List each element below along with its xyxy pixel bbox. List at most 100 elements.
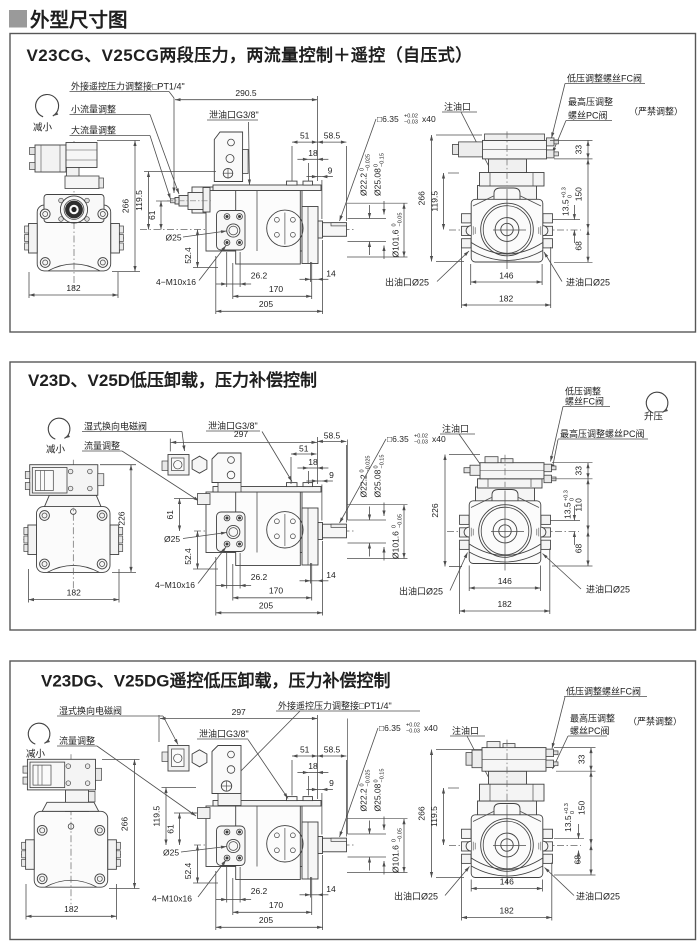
svg-text:170: 170 bbox=[269, 586, 283, 596]
svg-text:□6.35: □6.35 bbox=[387, 434, 409, 444]
svg-text:−0.05: −0.05 bbox=[398, 213, 404, 227]
svg-text:Ø25.08: Ø25.08 bbox=[373, 783, 383, 811]
svg-text:226: 226 bbox=[430, 503, 440, 517]
svg-text:+0.02: +0.02 bbox=[406, 723, 420, 729]
svg-text:外接遥控压力调整接□PT1/4": 外接遥控压力调整接□PT1/4" bbox=[278, 700, 392, 711]
svg-text:0: 0 bbox=[373, 164, 379, 167]
svg-text:减小: 减小 bbox=[26, 748, 46, 760]
svg-text:150: 150 bbox=[577, 801, 587, 815]
svg-text:Ø25: Ø25 bbox=[166, 233, 182, 243]
svg-text:297: 297 bbox=[234, 429, 248, 439]
svg-text:进油口Ø25: 进油口Ø25 bbox=[576, 891, 620, 902]
svg-text:−0.03: −0.03 bbox=[414, 440, 428, 446]
svg-text:Ø25.08: Ø25.08 bbox=[373, 469, 383, 497]
svg-text:290.5: 290.5 bbox=[235, 88, 257, 98]
svg-text:+0.02: +0.02 bbox=[414, 434, 428, 440]
svg-text:0: 0 bbox=[373, 779, 379, 782]
svg-text:51: 51 bbox=[300, 131, 310, 141]
svg-text:26.2: 26.2 bbox=[251, 886, 268, 896]
svg-text:14: 14 bbox=[326, 884, 336, 894]
svg-text:Ø25: Ø25 bbox=[163, 848, 179, 858]
svg-text:最高压调整螺丝PC阀: 最高压调整螺丝PC阀 bbox=[560, 428, 645, 439]
svg-text:182: 182 bbox=[498, 599, 512, 609]
svg-text:0: 0 bbox=[359, 783, 365, 786]
svg-text:68: 68 bbox=[574, 544, 584, 554]
svg-text:+0.3: +0.3 bbox=[564, 803, 570, 814]
svg-text:170: 170 bbox=[269, 900, 283, 910]
svg-text:26.2: 26.2 bbox=[251, 271, 268, 281]
svg-text:9: 9 bbox=[328, 166, 333, 176]
svg-text:4−M10x16: 4−M10x16 bbox=[152, 894, 192, 904]
svg-text:湿式换向电磁阀: 湿式换向电磁阀 bbox=[59, 705, 122, 716]
svg-text:x40: x40 bbox=[432, 434, 446, 444]
svg-text:x40: x40 bbox=[422, 114, 436, 124]
svg-text:最高压调整: 最高压调整 bbox=[568, 96, 613, 107]
svg-text:226: 226 bbox=[117, 511, 127, 525]
svg-text:流量调整: 流量调整 bbox=[59, 735, 95, 746]
svg-text:33: 33 bbox=[574, 466, 584, 476]
svg-text:湿式换向电磁阀: 湿式换向电磁阀 bbox=[84, 421, 147, 432]
svg-text:146: 146 bbox=[499, 271, 513, 281]
svg-text:0: 0 bbox=[570, 811, 576, 814]
svg-text:119.5: 119.5 bbox=[152, 806, 162, 827]
svg-text:266: 266 bbox=[417, 806, 427, 820]
svg-text:□6.35: □6.35 bbox=[379, 723, 401, 733]
svg-text:205: 205 bbox=[259, 915, 273, 925]
svg-text:−0.05: −0.05 bbox=[398, 828, 404, 842]
svg-text:升压: 升压 bbox=[644, 412, 664, 423]
svg-text:小流量调整: 小流量调整 bbox=[71, 104, 116, 115]
svg-text:51: 51 bbox=[300, 745, 310, 755]
svg-text:13.5: 13.5 bbox=[563, 502, 573, 519]
svg-text:注油口: 注油口 bbox=[452, 725, 479, 736]
svg-text:26.2: 26.2 bbox=[251, 572, 268, 582]
svg-text:182: 182 bbox=[500, 906, 514, 916]
svg-text:266: 266 bbox=[120, 817, 130, 831]
svg-text:58.5: 58.5 bbox=[324, 431, 341, 441]
svg-text:18: 18 bbox=[308, 761, 318, 771]
svg-text:119.5: 119.5 bbox=[134, 190, 144, 211]
svg-text:+0.02: +0.02 bbox=[404, 114, 418, 120]
svg-text:150: 150 bbox=[574, 187, 584, 201]
svg-text:61: 61 bbox=[165, 510, 175, 520]
svg-text:182: 182 bbox=[67, 588, 81, 598]
svg-text:低压调整: 低压调整 bbox=[565, 386, 601, 397]
svg-text:266: 266 bbox=[417, 191, 427, 205]
svg-text:进油口Ø25: 进油口Ø25 bbox=[566, 277, 610, 288]
svg-text:螺丝FC阀: 螺丝FC阀 bbox=[565, 396, 604, 407]
svg-text:泄油口G3/8": 泄油口G3/8" bbox=[209, 109, 259, 120]
svg-text:14: 14 bbox=[326, 269, 336, 279]
svg-text:出油口Ø25: 出油口Ø25 bbox=[394, 891, 438, 902]
svg-text:9: 9 bbox=[329, 778, 334, 788]
svg-text:减小: 减小 bbox=[33, 122, 53, 134]
svg-text:低压调整螺丝FC阀: 低压调整螺丝FC阀 bbox=[566, 686, 641, 697]
svg-text:V23CG、V25CG两段压力，两流量控制＋遥控（自压式）: V23CG、V25CG两段压力，两流量控制＋遥控（自压式） bbox=[27, 45, 473, 65]
svg-text:−0.05: −0.05 bbox=[398, 514, 404, 528]
svg-text:大流量调整: 大流量调整 bbox=[71, 125, 116, 136]
svg-text:182: 182 bbox=[64, 904, 78, 914]
svg-text:0: 0 bbox=[570, 498, 576, 501]
svg-text:x40: x40 bbox=[424, 723, 438, 733]
svg-text:61: 61 bbox=[147, 210, 157, 220]
svg-text:0: 0 bbox=[359, 168, 365, 171]
svg-text:146: 146 bbox=[498, 576, 512, 586]
svg-text:119.5: 119.5 bbox=[429, 806, 439, 827]
svg-text:减小: 减小 bbox=[46, 444, 66, 456]
svg-text:205: 205 bbox=[259, 299, 273, 309]
svg-text:+0.3: +0.3 bbox=[561, 187, 567, 198]
svg-text:−0.025: −0.025 bbox=[366, 770, 372, 787]
svg-text:182: 182 bbox=[66, 283, 80, 293]
svg-text:205: 205 bbox=[259, 601, 273, 611]
svg-text:182: 182 bbox=[499, 294, 513, 304]
svg-text:61: 61 bbox=[166, 824, 176, 834]
svg-text:0: 0 bbox=[373, 465, 379, 468]
svg-text:−0.03: −0.03 bbox=[404, 120, 418, 126]
svg-text:V23D、V25D低压卸载，压力补偿控制: V23D、V25D低压卸载，压力补偿控制 bbox=[28, 370, 317, 390]
svg-text:170: 170 bbox=[269, 284, 283, 294]
svg-text:（严禁调整）: （严禁调整） bbox=[629, 106, 683, 117]
svg-text:119.5: 119.5 bbox=[430, 191, 440, 212]
svg-text:−0.025: −0.025 bbox=[366, 456, 372, 473]
svg-text:出油口Ø25: 出油口Ø25 bbox=[385, 277, 429, 288]
svg-text:注油口: 注油口 bbox=[442, 423, 469, 434]
svg-text:□6.35: □6.35 bbox=[377, 114, 399, 124]
svg-text:68: 68 bbox=[573, 855, 583, 865]
